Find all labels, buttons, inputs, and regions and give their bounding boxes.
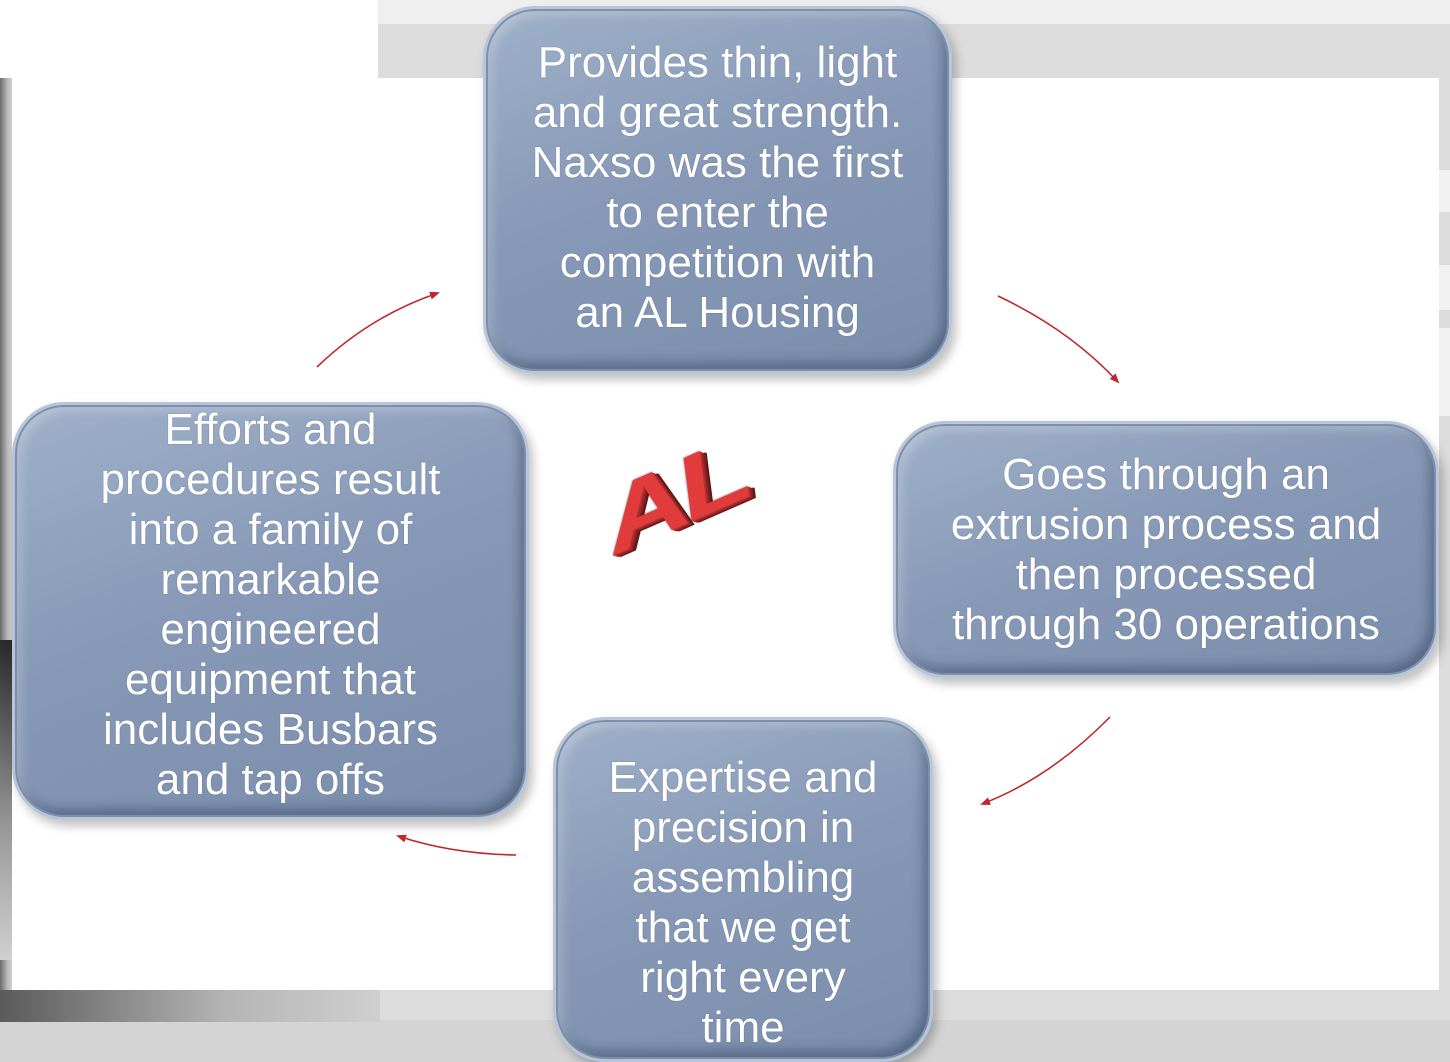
cycle-step-right-text: Goes through an extrusion process and th… [950,449,1382,649]
arrow-left-to-top [316,291,440,368]
arrow-bottom-to-left [396,834,517,856]
cycle-step-top-text: Provides thin, light and great strength.… [531,38,904,337]
cycle-step-top: Provides thin, light and great strength.… [483,6,952,374]
cycle-step-bottom: Expertise and precision in assembling th… [553,717,933,1062]
arrow-top-to-right [997,295,1120,384]
slide-corner [0,0,378,78]
background-bottom-left-shadow [0,990,380,1022]
cycle-step-right: Goes through an extrusion process and th… [893,421,1439,678]
background-left-shadow [0,640,14,960]
cycle-step-bottom-text: Expertise and precision in assembling th… [608,752,878,1052]
cycle-step-left: Efforts and procedures result into a fam… [12,402,529,820]
cycle-step-left-text: Efforts and procedures result into a fam… [100,405,441,804]
arrow-right-to-bottom [980,716,1111,805]
